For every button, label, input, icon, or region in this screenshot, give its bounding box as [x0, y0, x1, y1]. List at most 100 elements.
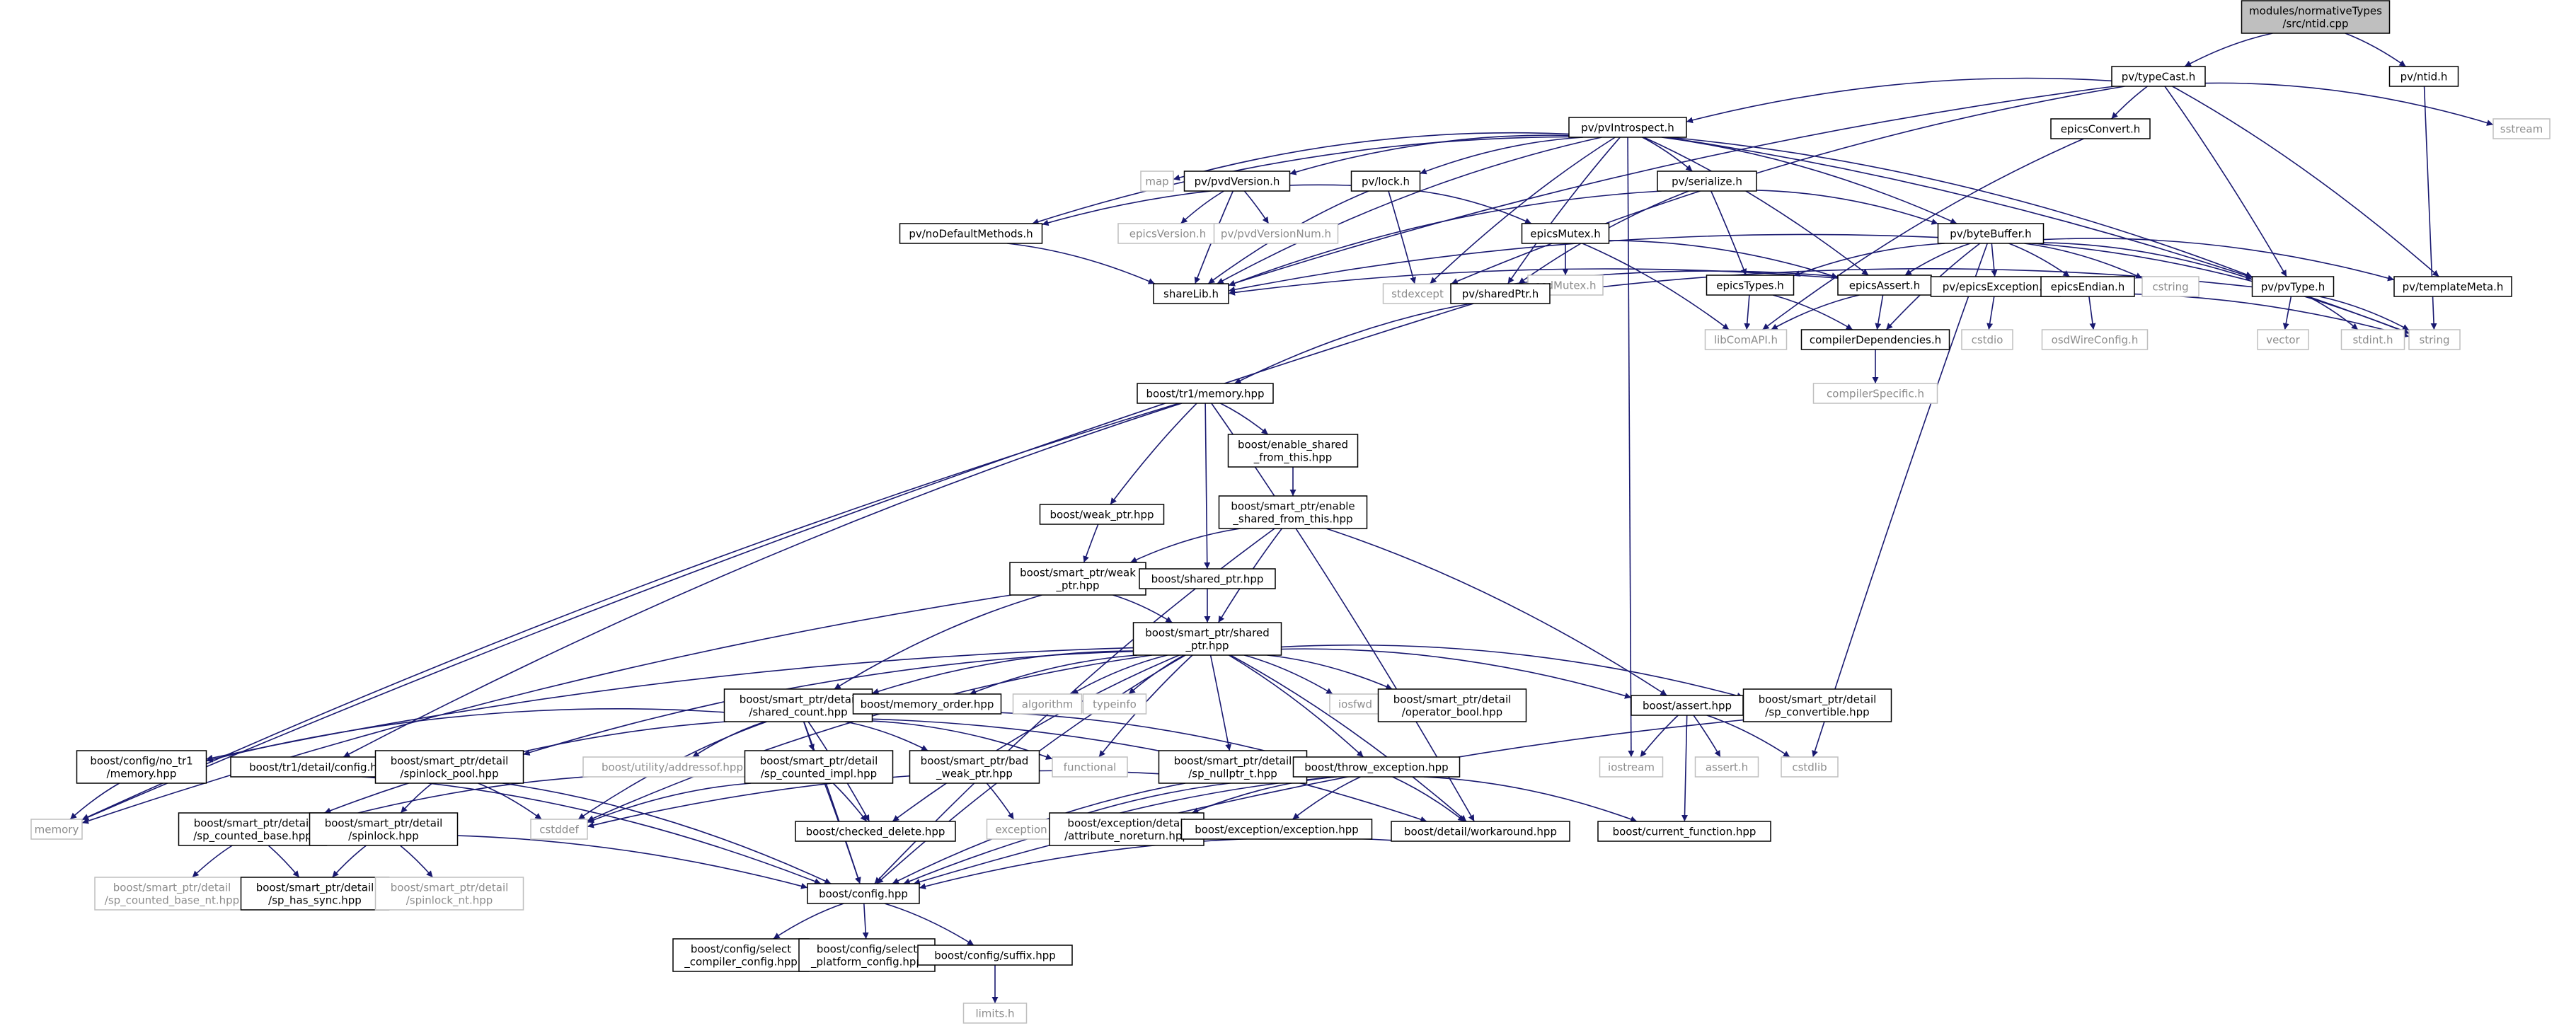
node-attrNoreturn[interactable]: boost/exception/detail/attribute_noretur… — [1049, 812, 1204, 846]
node-spCountedBase[interactable]: boost/smart_ptr/detail/sp_counted_base.h… — [178, 812, 328, 846]
node-selectCompiler[interactable]: boost/config/select_compiler_config.hpp — [672, 938, 810, 972]
node-cstring[interactable]: cstring — [2141, 276, 2200, 297]
node-iostream[interactable]: iostream — [1599, 756, 1664, 778]
edge-spSpinlock-to-spHasSync — [331, 845, 367, 878]
node-label: stdexcept — [1391, 288, 1444, 301]
node-sharedPtrHpp[interactable]: boost/shared_ptr.hpp — [1139, 568, 1276, 589]
node-label: pv/pvIntrospect.h — [1581, 122, 1674, 134]
node-memory[interactable]: memory — [30, 819, 83, 840]
node-utilityAddressof[interactable]: boost/utility/addressof.hpp — [582, 756, 762, 778]
edge-spWeakPtr-to-spSharedPtr — [1112, 594, 1173, 623]
node-epicsVersion[interactable]: epicsVersion.h — [1117, 223, 1218, 244]
edge-root-to-pvNtid — [2345, 33, 2406, 67]
node-spBadWeakPtr[interactable]: boost/smart_ptr/bad_weak_ptr.hpp — [909, 750, 1040, 784]
node-label: boost/weak_ptr.hpp — [1050, 509, 1154, 522]
node-osdWireConfig[interactable]: osdWireConfig.h — [2041, 329, 2149, 350]
edge-pvByteBuffer-to-epicsAssert — [1904, 243, 1971, 276]
node-pvdVersionNum[interactable]: pv/pvdVersionNum.h — [1213, 223, 1339, 244]
node-spCountedBaseNt[interactable]: boost/smart_ptr/detail/sp_counted_base_n… — [94, 877, 250, 911]
node-functional[interactable]: functional — [1052, 756, 1128, 778]
node-compilerDeps[interactable]: compilerDependencies.h — [1800, 329, 1950, 350]
node-pvTemplateMeta[interactable]: pv/templateMeta.h — [2393, 276, 2512, 297]
node-spSharedCount[interactable]: boost/smart_ptr/detail/shared_count.hpp — [723, 688, 873, 722]
node-label: boost/detail/workaround.hpp — [1404, 826, 1557, 838]
node-box — [2050, 118, 2151, 139]
node-spWeakPtr[interactable]: boost/smart_ptr/weak_ptr.hpp — [1009, 562, 1146, 596]
node-spEnableShared[interactable]: boost/smart_ptr/enable_shared_from_this.… — [1218, 495, 1368, 529]
node-pvEpicsException[interactable]: pv/epicsException.h — [1930, 276, 2062, 297]
edge-spBadWeakPtr-to-exceptionSys — [986, 782, 1015, 820]
node-spOperatorBool[interactable]: boost/smart_ptr/detail/operator_bool.hpp — [1377, 688, 1527, 722]
node-weakPtr[interactable]: boost/weak_ptr.hpp — [1039, 504, 1165, 525]
node-cstdio[interactable]: cstdio — [1961, 329, 2013, 350]
node-algorithm[interactable]: algorithm — [1012, 693, 1083, 715]
node-exceptionSys[interactable]: exception — [986, 819, 1057, 840]
node-pvNtid[interactable]: pv/ntid.h — [2388, 66, 2459, 87]
node-pvLock[interactable]: pv/lock.h — [1350, 171, 1421, 192]
node-memoryOrder[interactable]: boost/memory_order.hpp — [852, 693, 1002, 715]
node-spSpinlockPool[interactable]: boost/smart_ptr/detail/spinlock_pool.hpp — [374, 750, 524, 784]
node-boostAssert[interactable]: boost/assert.hpp — [1631, 695, 1744, 716]
edge-pvNoDefault-to-shareLib — [1007, 243, 1156, 284]
node-enableSharedFromThis[interactable]: boost/enable_shared_from_this.hpp — [1227, 434, 1359, 468]
node-label: _weak_ptr.hpp — [936, 768, 1013, 781]
node-pvNoDefault[interactable]: pv/noDefaultMethods.h — [899, 223, 1043, 244]
node-pvSharedPtr[interactable]: pv/sharedPtr.h — [1450, 283, 1551, 304]
node-map[interactable]: map — [1140, 171, 1174, 192]
node-box — [1132, 622, 1282, 656]
node-workaround[interactable]: boost/detail/workaround.hpp — [1391, 821, 1570, 842]
node-throwException[interactable]: boost/throw_exception.hpp — [1292, 756, 1461, 778]
node-configSuffix[interactable]: boost/config/suffix.hpp — [917, 945, 1073, 966]
node-label: boost/smart_ptr/detail — [1174, 755, 1292, 768]
node-spSharedPtr[interactable]: boost/smart_ptr/shared_ptr.hpp — [1132, 622, 1282, 656]
node-iosfwd[interactable]: iosfwd — [1329, 693, 1381, 715]
node-epicsTypes[interactable]: epicsTypes.h — [1706, 275, 1795, 296]
node-checkedDelete[interactable]: boost/checked_delete.hpp — [795, 821, 956, 842]
node-selectPlatform[interactable]: boost/config/select_platform_config.hpp — [798, 938, 936, 972]
node-spHasSync[interactable]: boost/smart_ptr/detail/sp_has_sync.hpp — [240, 877, 390, 911]
node-cstdlib[interactable]: cstdlib — [1781, 756, 1839, 778]
node-spinlockNt[interactable]: boost/smart_ptr/detail/spinlock_nt.hpp — [374, 877, 524, 911]
node-noTr1Memory[interactable]: boost/config/no_tr1/memory.hpp — [76, 750, 207, 784]
node-cstddef[interactable]: cstddef — [530, 819, 588, 840]
node-assertH[interactable]: assert.h — [1694, 756, 1759, 778]
node-typeinfo[interactable]: typeinfo — [1082, 693, 1147, 715]
node-box — [899, 223, 1043, 244]
node-libComAPI[interactable]: libComAPI.h — [1704, 329, 1788, 350]
node-label: boost/smart_ptr/detail — [391, 882, 509, 895]
node-shareLib[interactable]: shareLib.h — [1153, 283, 1229, 304]
node-root[interactable]: modules/normativeTypes/src/ntid.cpp — [2241, 0, 2391, 34]
edge-pvIntrospect-to-pvSerialize — [1642, 137, 1693, 172]
node-spSpinlock[interactable]: boost/smart_ptr/detail/spinlock.hpp — [309, 812, 459, 846]
node-tr1Memory[interactable]: boost/tr1/memory.hpp — [1137, 383, 1274, 404]
node-stdexcept[interactable]: stdexcept — [1382, 283, 1453, 304]
node-box — [240, 877, 390, 911]
node-vector[interactable]: vector — [2257, 329, 2309, 350]
node-spCountedImpl[interactable]: boost/smart_ptr/detail/sp_counted_impl.h… — [744, 750, 894, 784]
node-spConvertible[interactable]: boost/smart_ptr/detail/sp_convertible.hp… — [1742, 688, 1892, 722]
node-epicsConvert[interactable]: epicsConvert.h — [2050, 118, 2151, 139]
node-spNullptrT[interactable]: boost/smart_ptr/detail/sp_nullptr_t.hpp — [1158, 750, 1308, 784]
node-pvTypeCast[interactable]: pv/typeCast.h — [2111, 66, 2206, 87]
node-epicsEndian[interactable]: epicsEndian.h — [2040, 276, 2135, 297]
node-sstream[interactable]: sstream — [2492, 118, 2551, 139]
node-stdint[interactable]: stdint.h — [2340, 329, 2405, 350]
node-pvdVersion[interactable]: pv/pvdVersion.h — [1183, 171, 1291, 192]
node-pvIntrospect[interactable]: pv/pvIntrospect.h — [1568, 117, 1687, 138]
node-currentFunction[interactable]: boost/current_function.hpp — [1597, 821, 1771, 842]
edge-pvEpicsException-to-cstdio — [1986, 296, 1995, 330]
node-pvSerialize[interactable]: pv/serialize.h — [1657, 171, 1757, 192]
node-label: boost/config/select — [691, 943, 791, 956]
node-epicsMutex[interactable]: epicsMutex.h — [1521, 223, 1610, 244]
node-label: _ptr.hpp — [1185, 640, 1229, 653]
node-pvByteBuffer[interactable]: pv/byteBuffer.h — [1937, 223, 2045, 244]
node-epicsAssert[interactable]: epicsAssert.h — [1837, 275, 1932, 296]
node-box — [723, 688, 873, 722]
node-string[interactable]: string — [2408, 329, 2461, 350]
node-pvPvType[interactable]: pv/pvType.h — [2251, 276, 2335, 297]
node-boostConfig[interactable]: boost/config.hpp — [807, 883, 920, 904]
node-limits[interactable]: limits.h — [962, 1003, 1028, 1024]
node-exceptionHpp[interactable]: boost/exception/exception.hpp — [1180, 819, 1373, 840]
node-compilerSpecific[interactable]: compilerSpecific.h — [1812, 383, 1938, 404]
node-label: assert.h — [1706, 761, 1748, 774]
